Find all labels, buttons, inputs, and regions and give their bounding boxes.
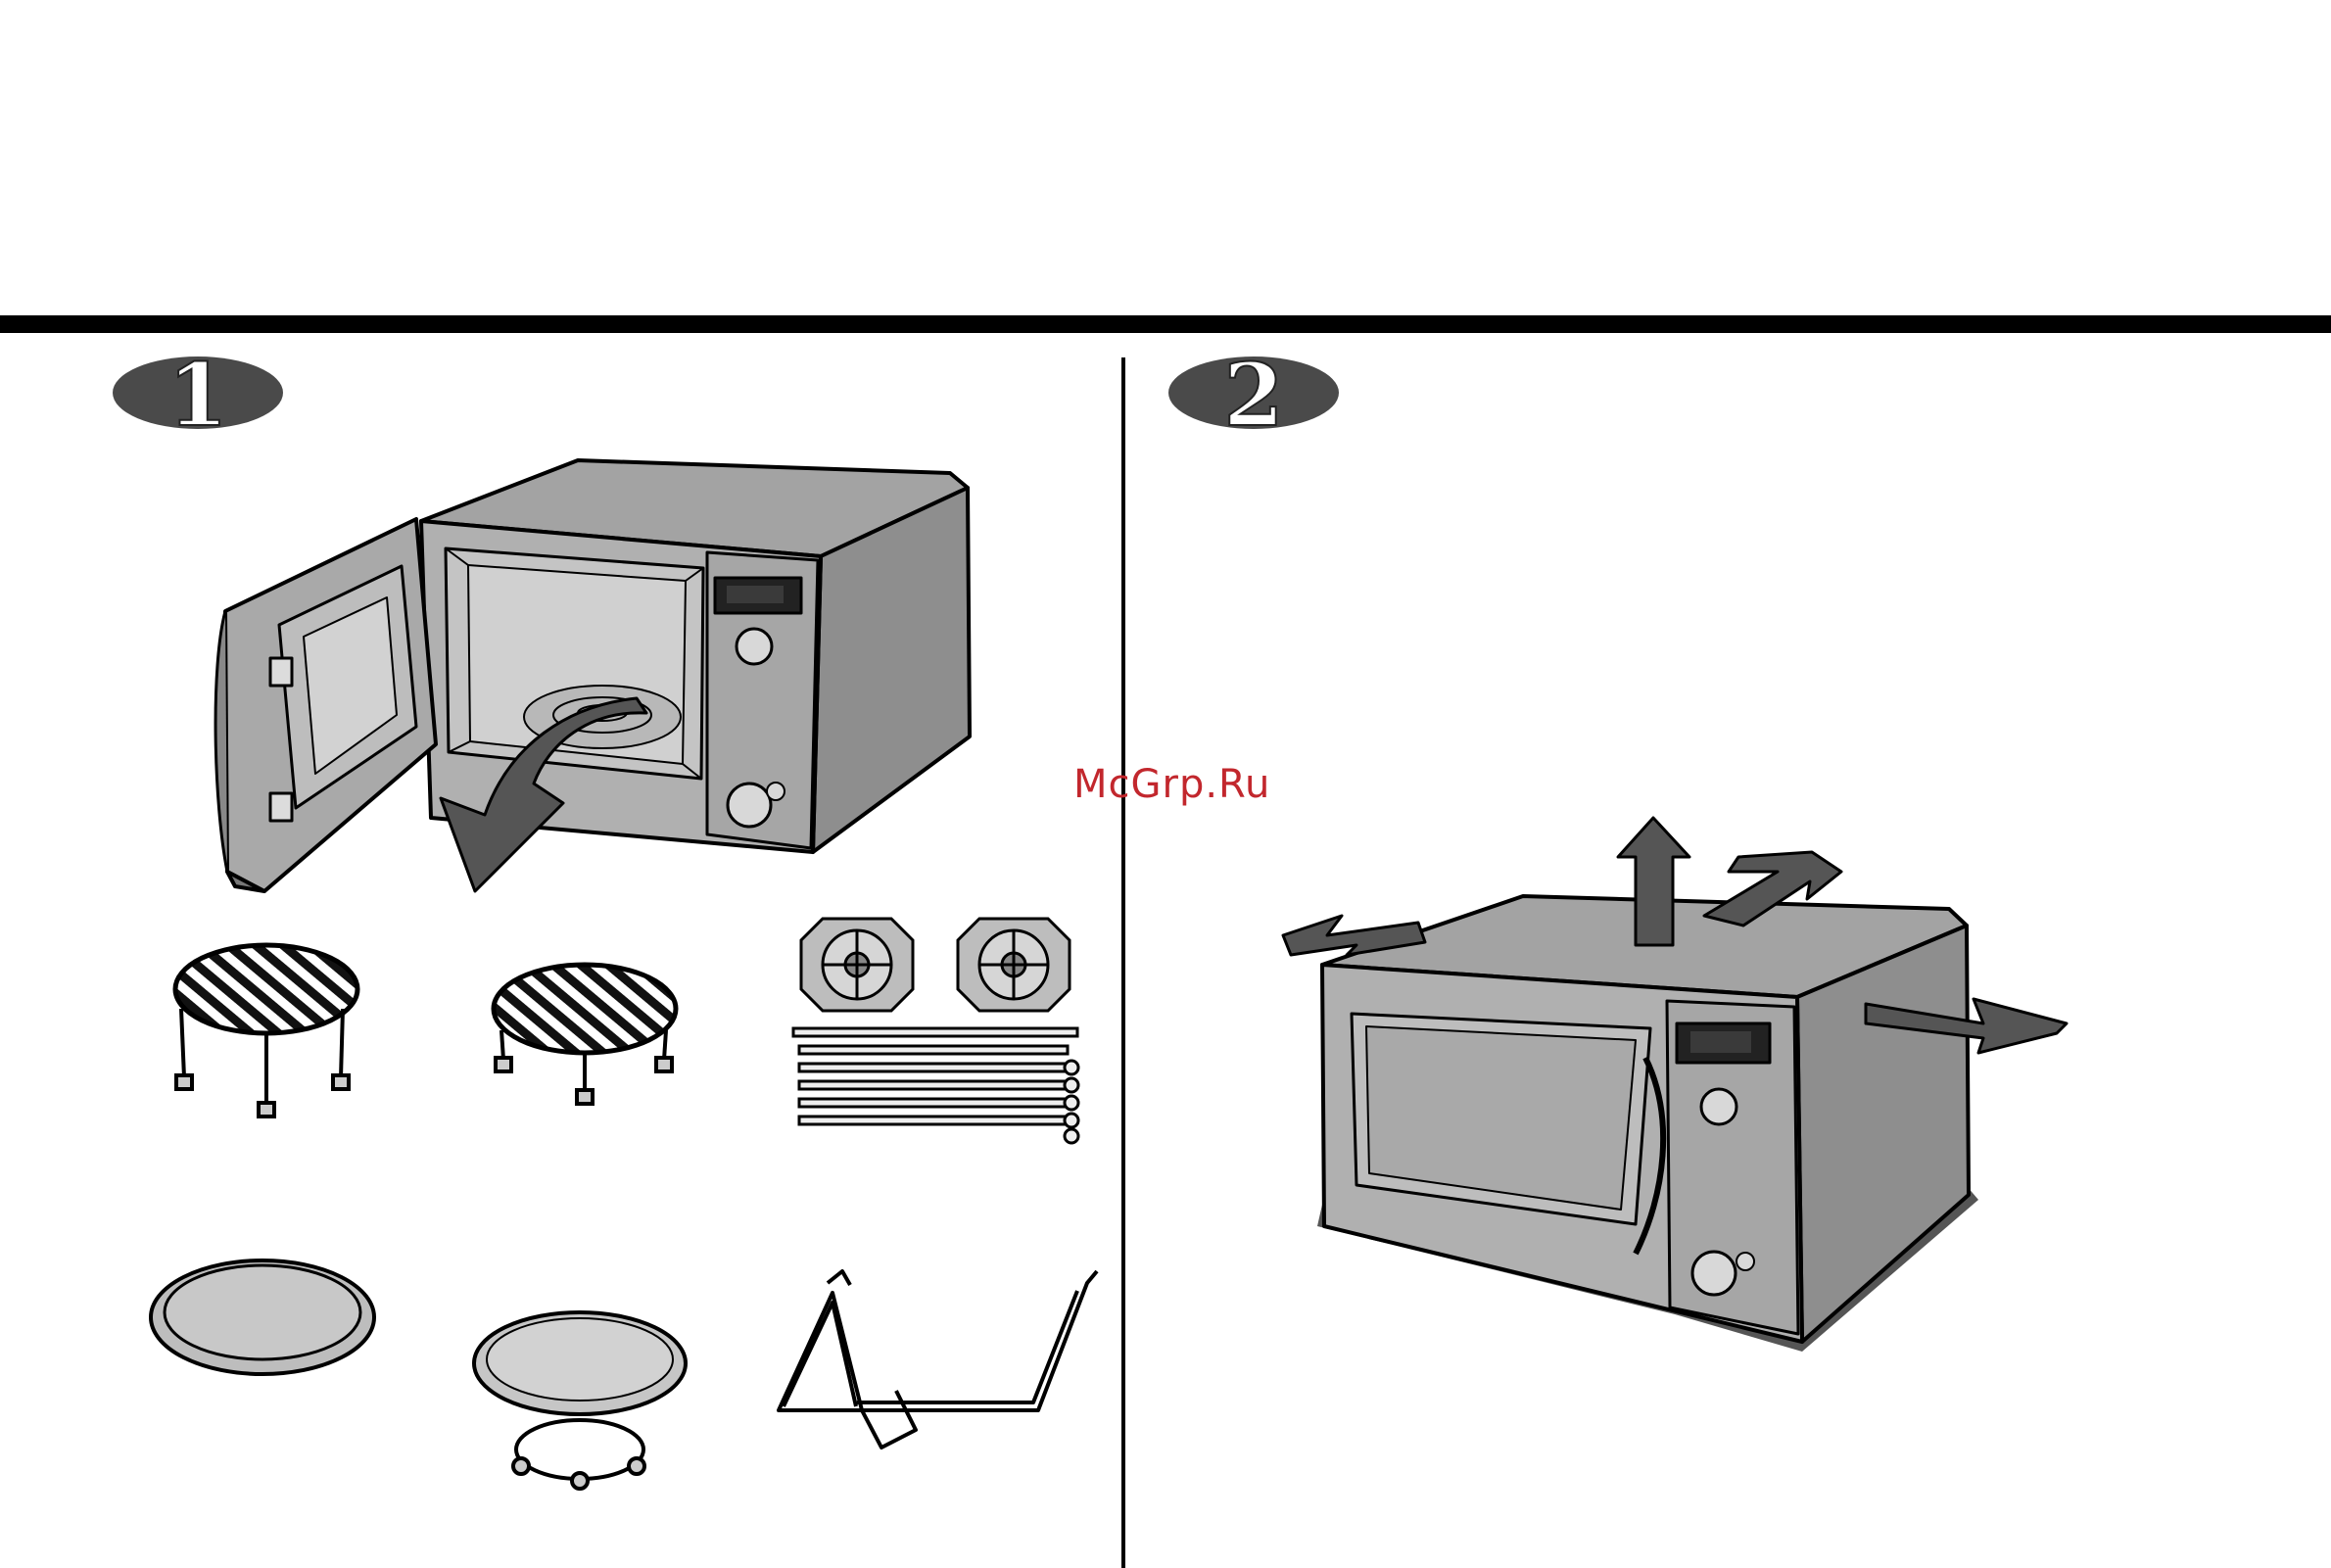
high-rack-accessory (175, 945, 357, 1117)
column-divider (1121, 357, 1125, 1568)
step-1-badge: 1 (113, 344, 283, 446)
skewer-holders-accessory (801, 919, 1070, 1011)
rotisserie-stand-accessory (779, 1271, 1097, 1448)
step-2-badge: 2 (1168, 344, 1339, 446)
turntable-accessory (474, 1312, 686, 1489)
skewers-accessory (793, 1028, 1078, 1143)
microwave-open-illustration (215, 460, 970, 891)
baking-tray-accessory (151, 1260, 374, 1374)
microwave-closed-illustration (1322, 896, 1969, 1342)
watermark-text: McGrp.Ru (1073, 762, 1270, 807)
low-rack-accessory (494, 965, 676, 1104)
step-2-number: 2 (1223, 344, 1283, 446)
header-rule (0, 315, 2331, 333)
step-1-number: 1 (167, 344, 227, 446)
